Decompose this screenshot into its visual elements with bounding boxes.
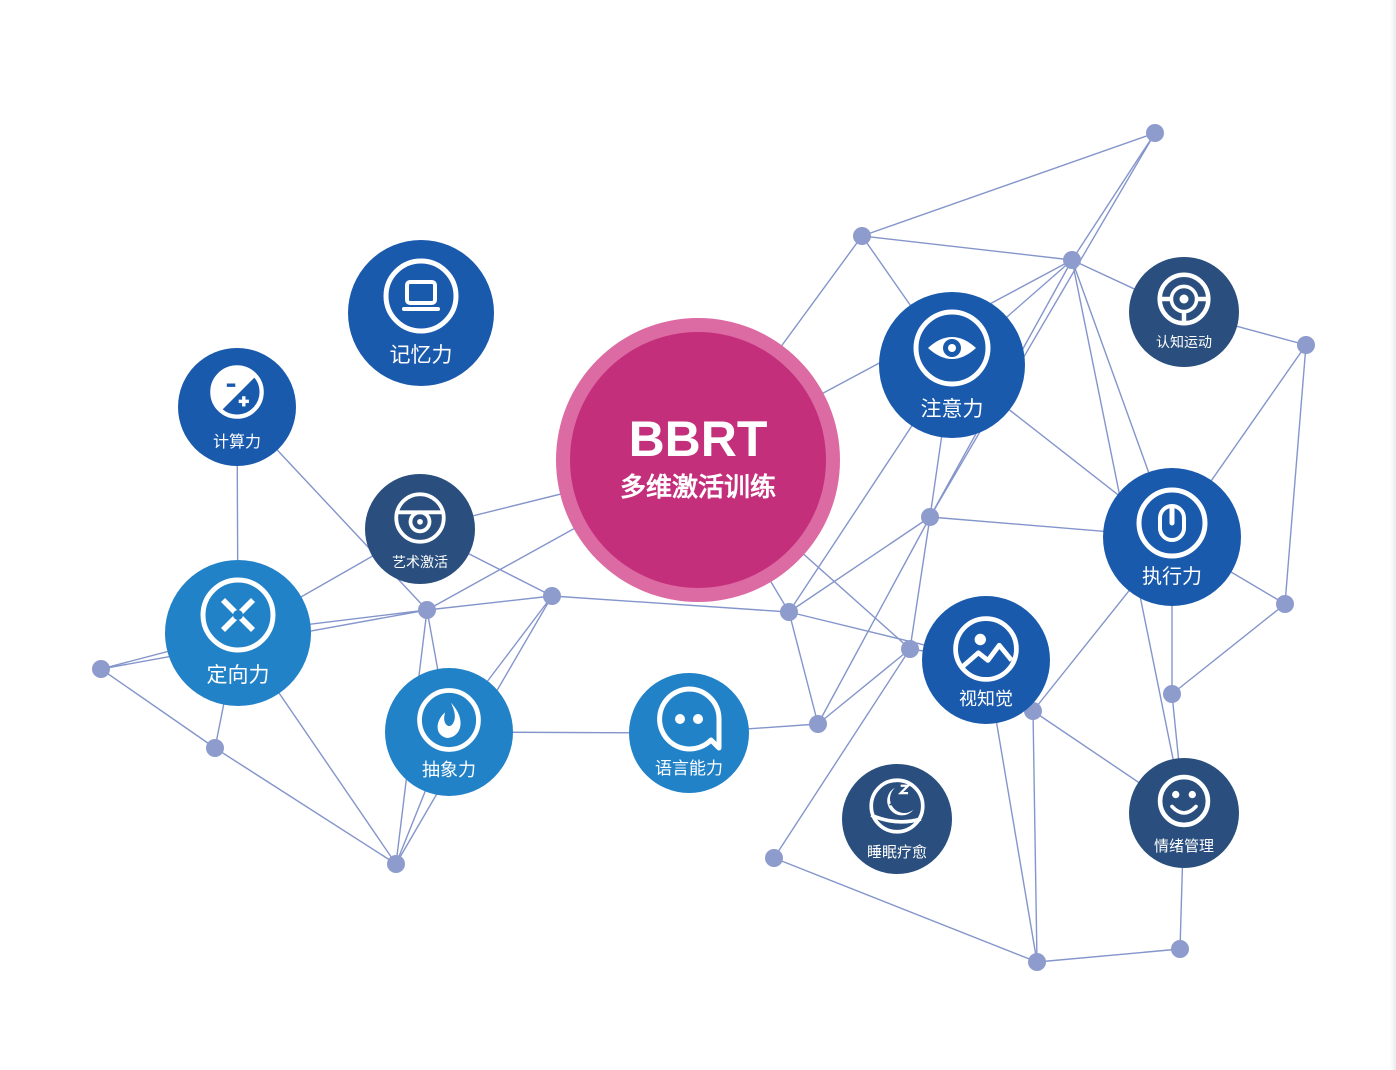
edge-j5-j10 (788, 516, 931, 613)
speech-bubble-icon (657, 686, 722, 752)
edge-j14-j13 (1036, 948, 1181, 963)
node-attention: 注意力 (879, 292, 1025, 438)
joint-dot (418, 601, 436, 619)
node-orient-label: 定向力 (207, 663, 270, 687)
edge-j3-j2 (861, 235, 1073, 261)
node-sleep: 睡眠疗愈 (842, 764, 952, 874)
node-calc-label: 计算力 (213, 432, 261, 451)
edge-j9-j11 (817, 648, 911, 725)
node-art: 艺术激活 (365, 474, 475, 584)
joint-dot (387, 855, 405, 873)
node-language-circle (629, 673, 749, 793)
joint-dot (1063, 251, 1081, 269)
edge-j1-j5 (929, 132, 1156, 518)
joint-dot (901, 640, 919, 658)
plus-minus-icon (210, 365, 264, 419)
joint-dot (921, 508, 939, 526)
edge-j11-j10 (788, 611, 819, 725)
node-memory-circle (348, 240, 494, 386)
edge-j5-j9 (909, 516, 931, 650)
node-calc-circle (178, 348, 296, 466)
node-motor-label: 认知运动 (1156, 334, 1212, 351)
center-subtitle: 多维激活训练 (620, 472, 776, 503)
node-emotion: 情绪管理 (1129, 758, 1239, 868)
node-emotion-label: 情绪管理 (1154, 837, 1214, 855)
node-abstract-label: 抽象力 (422, 760, 476, 781)
joint-dot (1171, 940, 1189, 958)
node-executive-label: 执行力 (1142, 564, 1202, 588)
node-art-label: 艺术激活 (392, 554, 448, 571)
joint-dot (1146, 124, 1164, 142)
node-attention-label: 注意力 (921, 397, 984, 421)
eye-icon (913, 309, 991, 387)
node-motor: 认知运动 (1129, 257, 1239, 367)
edge-j13-j12 (773, 857, 1038, 963)
center-title: BBRT (629, 411, 768, 467)
node-language: 语言能力 (629, 673, 749, 793)
node-language-label: 语言能力 (655, 759, 723, 779)
node-sleep-label: 睡眠疗愈 (867, 843, 927, 861)
node-attention-circle (879, 292, 1025, 438)
joint-dot (543, 587, 561, 605)
joint-dot (809, 715, 827, 733)
joint-dot (1028, 953, 1046, 971)
flame-icon (417, 688, 481, 752)
node-orient: 定向力 (165, 560, 311, 706)
moon-sleep-icon (869, 778, 925, 834)
node-calc: 计算力 (178, 348, 296, 466)
power-icon (1136, 487, 1208, 559)
page-edge-shadow (1390, 0, 1396, 1070)
edge-j1-j3 (861, 132, 1156, 237)
node-executive: 执行力 (1103, 468, 1241, 606)
joint-dot (92, 660, 110, 678)
edge-j6-j7 (1171, 603, 1286, 695)
node-sleep-circle (842, 764, 952, 874)
joint-dot (206, 739, 224, 757)
edge-j8-j13 (1032, 710, 1038, 963)
joint-dot (780, 603, 798, 621)
node-visual: 视知觉 (922, 596, 1050, 724)
edge-j12-j9 (773, 648, 911, 859)
edge-j1-j2 (1071, 132, 1156, 261)
joint-dot (1297, 336, 1315, 354)
landscape-icon (953, 616, 1019, 682)
joint-dot (853, 227, 871, 245)
center-node-core (570, 332, 826, 588)
smiley-icon (1157, 774, 1211, 828)
node-orient-circle (165, 560, 311, 706)
network-nodes: 记忆力 计算力 艺术激活 定向力 抽象力 语言能力 注意力 (165, 240, 1241, 874)
node-executive-circle (1103, 468, 1241, 606)
edge-j17-j18 (100, 668, 216, 749)
edge-j15-j16 (426, 595, 553, 611)
compass-icon (200, 577, 276, 653)
joint-dot (765, 849, 783, 867)
monitor-icon (383, 258, 459, 334)
node-art-circle (365, 474, 475, 584)
edge-j4-j6 (1284, 344, 1307, 605)
node-visual-label: 视知觉 (959, 689, 1013, 710)
edge-j5-j11 (817, 516, 931, 725)
joint-dot (1163, 685, 1181, 703)
camera-icon (394, 492, 446, 544)
center-node: BBRT 多维激活训练 (556, 318, 840, 602)
edge-j18-j19 (214, 747, 397, 865)
steering-wheel-icon (1157, 272, 1211, 326)
node-memory: 记忆力 (348, 240, 494, 386)
network-joints (92, 124, 1315, 971)
joint-dot (1276, 595, 1294, 613)
edge-j10-j15 (551, 595, 790, 613)
node-abstract: 抽象力 (385, 668, 513, 796)
node-memory-label: 记忆力 (390, 343, 453, 367)
